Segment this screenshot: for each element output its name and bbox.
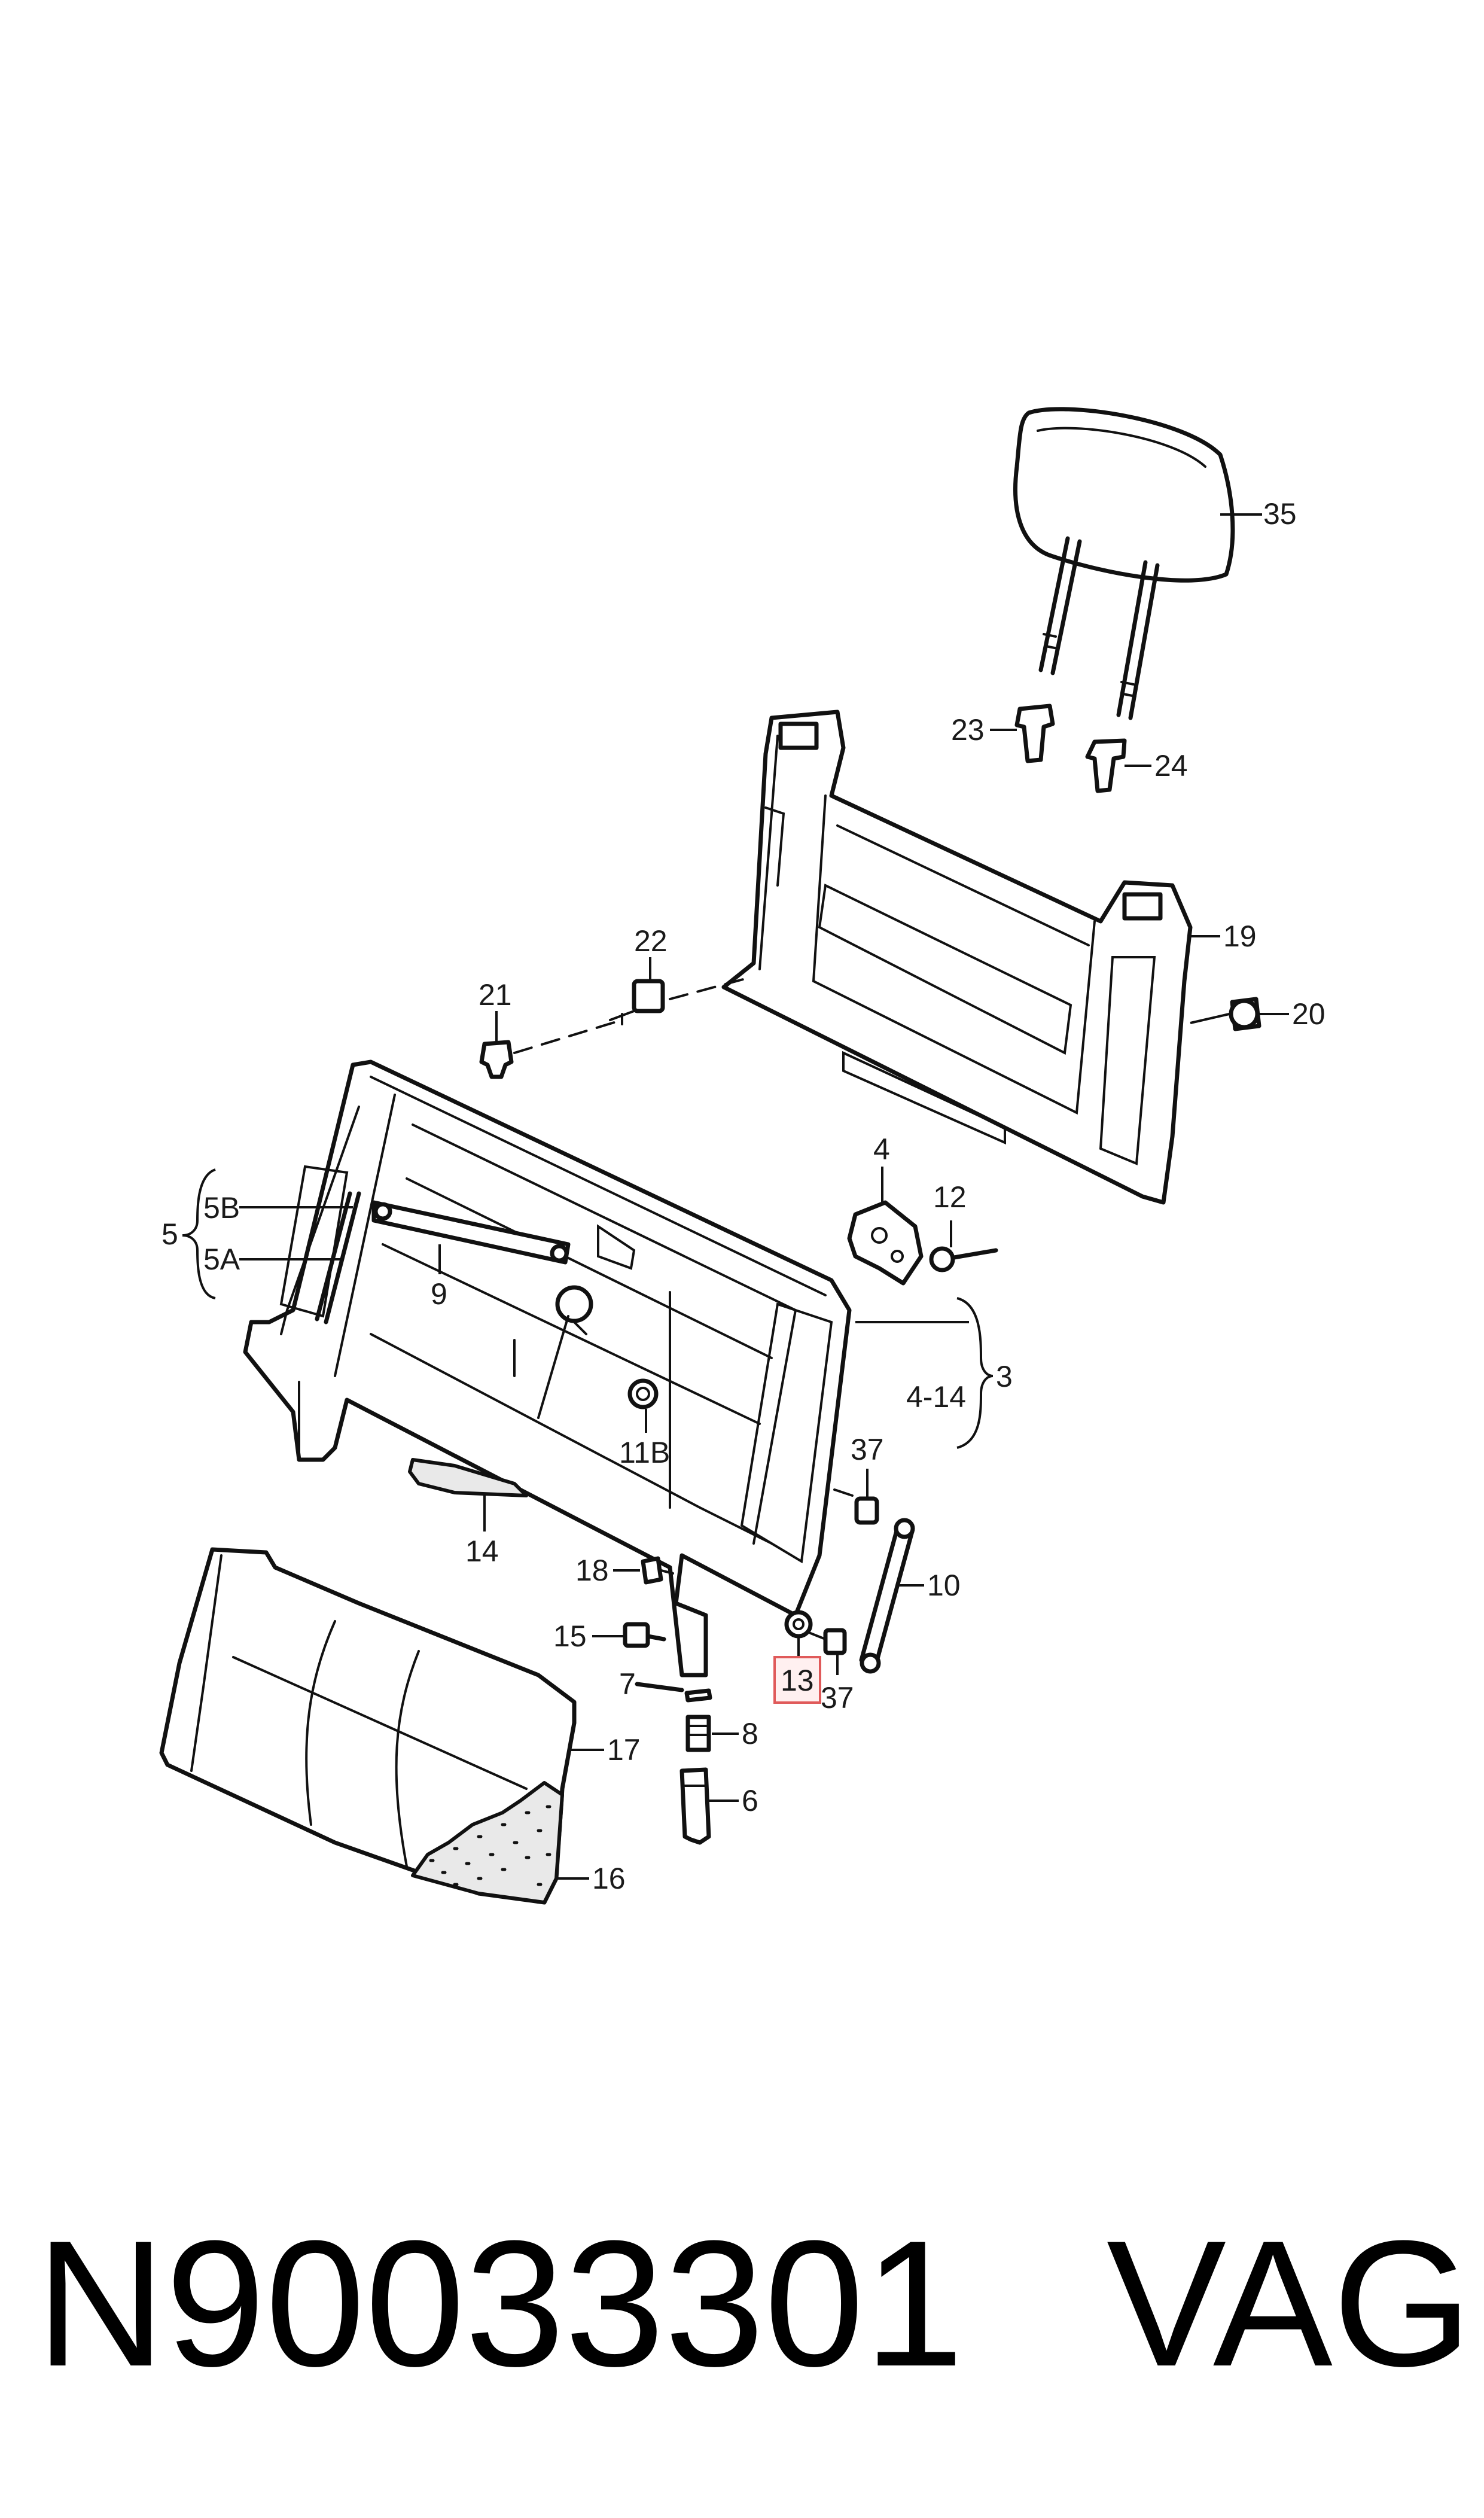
label-15: 15 (553, 1619, 587, 1653)
padding-16 (411, 1781, 564, 1904)
label-22: 22 (634, 924, 668, 958)
label-11B: 11B (619, 1436, 670, 1469)
label-35: 35 (1263, 497, 1297, 531)
nut-22 (609, 979, 665, 1025)
part-number: N90033301 (36, 2203, 964, 2404)
strap-14 (408, 1458, 528, 1497)
label-37a: 37 (851, 1433, 884, 1466)
label-21: 21 (479, 978, 512, 1012)
label-23: 23 (951, 713, 985, 747)
label-12: 12 (933, 1180, 967, 1214)
label-5A: 5A (203, 1243, 240, 1276)
label-8: 8 (742, 1717, 758, 1750)
pins-7 (635, 1682, 712, 1703)
clip-18 (641, 1556, 674, 1585)
clip-20 (1229, 997, 1261, 1031)
clip-21 (479, 1040, 514, 1079)
rear-panel-19 (721, 710, 1193, 1205)
gas-spring-10 (859, 1518, 915, 1674)
leader-3 (855, 1297, 994, 1449)
screw-37-lower (809, 1628, 847, 1655)
label-18: 18 (575, 1554, 609, 1587)
brand-name: VAG (1107, 2203, 1473, 2404)
sleeve-8 (685, 1715, 711, 1752)
label-16: 16 (592, 1862, 626, 1895)
release-rod-5 (315, 1191, 361, 1325)
label-10: 10 (927, 1569, 961, 1602)
guide-sleeve-24 (1085, 738, 1127, 793)
guide-sleeve-23 (1014, 704, 1055, 763)
label-24: 24 (1154, 749, 1188, 783)
label-5: 5 (161, 1217, 178, 1251)
label-7: 7 (619, 1667, 636, 1701)
label-3: 3 (996, 1360, 1013, 1393)
label-5B: 5B (203, 1191, 240, 1225)
label-4: 4 (873, 1132, 890, 1166)
label-14: 14 (465, 1534, 499, 1568)
backrest-frame-3 (243, 1059, 852, 1677)
label-20: 20 (1292, 997, 1325, 1031)
bracket-6 (679, 1767, 711, 1845)
lock-4 (847, 1200, 924, 1286)
dash-21 (513, 1019, 623, 1054)
label-6: 6 (742, 1784, 758, 1817)
screw-15 (623, 1622, 666, 1648)
brace-5 (182, 1168, 216, 1299)
headrest (1013, 407, 1235, 720)
bolt-12 (929, 1246, 998, 1272)
label-37b: 37 (821, 1681, 854, 1715)
label-17: 17 (607, 1733, 641, 1767)
screw-37-upper (833, 1488, 879, 1525)
leader-20a (1190, 1013, 1230, 1024)
linkage-9 (371, 1200, 571, 1265)
label-13: 13 (781, 1664, 814, 1697)
label-9: 9 (431, 1277, 447, 1311)
label-4-14: 4-14 (906, 1380, 966, 1414)
label-19: 19 (1223, 919, 1257, 953)
nut-11b (627, 1378, 659, 1409)
washer-13 (784, 1610, 813, 1639)
dash-22 (669, 977, 749, 1000)
highlight-13[interactable] (773, 1656, 821, 1704)
